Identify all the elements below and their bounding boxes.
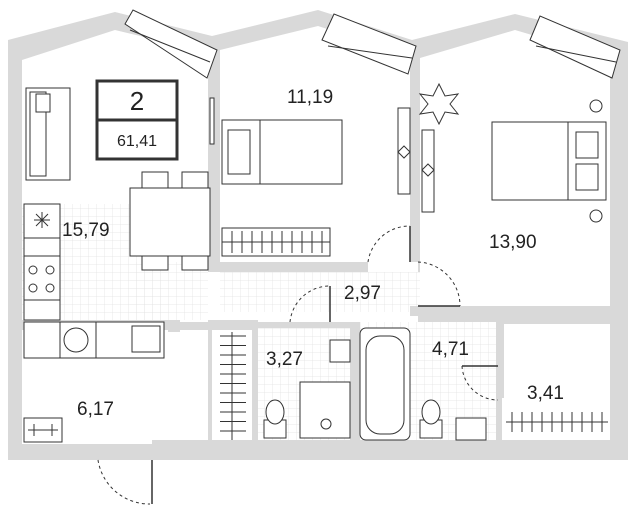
wardrobe-hangers-closet xyxy=(511,412,603,432)
area-bedroom-small: 11,19 xyxy=(287,87,333,108)
area-bathroom-wc: 3,27 xyxy=(266,349,303,370)
bathtub xyxy=(359,327,411,441)
rooms-count: 2 xyxy=(130,86,144,116)
doors xyxy=(151,226,498,504)
bed-single xyxy=(221,119,343,185)
wardrobe-hangers-small xyxy=(231,231,323,253)
total-area: 61,41 xyxy=(117,133,157,150)
wardrobe-rail-small xyxy=(221,227,331,257)
kitchen-counter xyxy=(23,203,165,359)
sofa xyxy=(25,87,71,181)
snowflake-icon xyxy=(34,212,50,228)
plant-icon xyxy=(418,82,460,126)
shower xyxy=(299,381,351,439)
bed-double xyxy=(491,99,607,223)
dining-table xyxy=(129,171,211,271)
area-bedroom-master: 13,90 xyxy=(489,232,537,253)
interior-walls xyxy=(8,52,628,460)
wc-left xyxy=(263,399,287,439)
shelf-unit-master xyxy=(421,129,435,213)
wc-right xyxy=(419,399,443,439)
electric-panel-icon xyxy=(23,417,63,443)
door-swings xyxy=(97,225,499,505)
area-entry: 6,17 xyxy=(77,399,114,420)
sink-main xyxy=(455,417,487,441)
wardrobe-hangers-hall xyxy=(220,335,246,432)
area-kitchen-living: 15,79 xyxy=(62,220,110,241)
shelf-unit xyxy=(397,107,411,195)
area-wardrobe: 3,41 xyxy=(527,383,564,404)
area-hall: 2,97 xyxy=(344,283,381,304)
sink-wc xyxy=(329,339,351,363)
windows xyxy=(124,9,621,79)
area-bathroom-main: 4,71 xyxy=(432,339,469,360)
tv-wall xyxy=(209,97,215,145)
summary-badge: 2 61,41 xyxy=(95,79,179,161)
